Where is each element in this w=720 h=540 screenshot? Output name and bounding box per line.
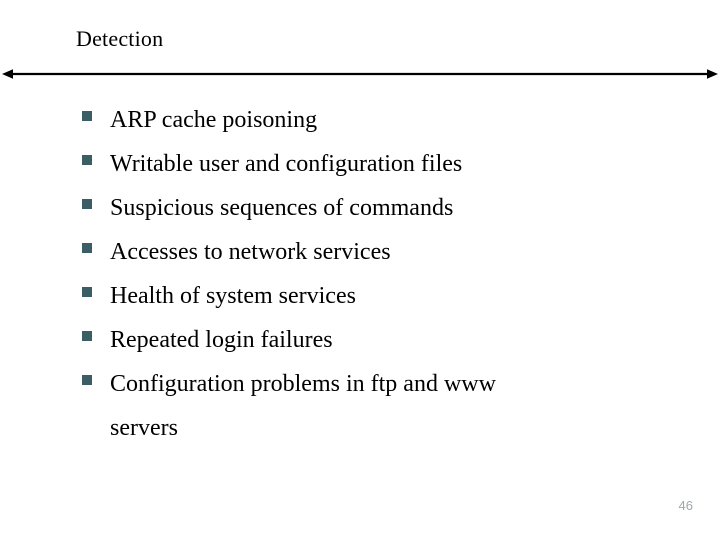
list-item: Accesses to network services — [78, 230, 698, 274]
list-item-label: ARP cache poisoning — [110, 107, 318, 133]
list-item-label: Repeated login failures — [110, 327, 333, 353]
list-item: Health of system services — [78, 274, 698, 318]
list-item-label: Writable user and configuration files — [110, 151, 463, 177]
list-item: ARP cache poisoning — [78, 98, 698, 142]
square-bullet-icon — [82, 155, 92, 165]
square-bullet-icon — [82, 199, 92, 209]
square-bullet-icon — [82, 243, 92, 253]
list-item-label: Configuration problems in ftp and www se… — [110, 371, 496, 441]
bullet-list: ARP cache poisoning Writable user and co… — [78, 98, 698, 450]
square-bullet-icon — [82, 111, 92, 121]
list-item: Suspicious sequences of commands — [78, 186, 698, 230]
list-item-label: Suspicious sequences of commands — [110, 195, 454, 221]
arrow-right-icon — [707, 69, 718, 79]
list-item: Writable user and configuration files — [78, 142, 698, 186]
square-bullet-icon — [82, 287, 92, 297]
list-item-label: Health of system services — [110, 283, 356, 309]
square-bullet-icon — [82, 375, 92, 385]
list-item: Repeated login failures — [78, 318, 698, 362]
arrow-left-icon — [2, 69, 13, 79]
square-bullet-icon — [82, 331, 92, 341]
page-title: Detection — [76, 26, 164, 51]
list-item: Configuration problems in ftp and www se… — [78, 362, 698, 450]
list-item-label: Accesses to network services — [110, 239, 391, 265]
page-number: 46 — [678, 498, 693, 513]
title-divider-arrow — [2, 66, 718, 82]
